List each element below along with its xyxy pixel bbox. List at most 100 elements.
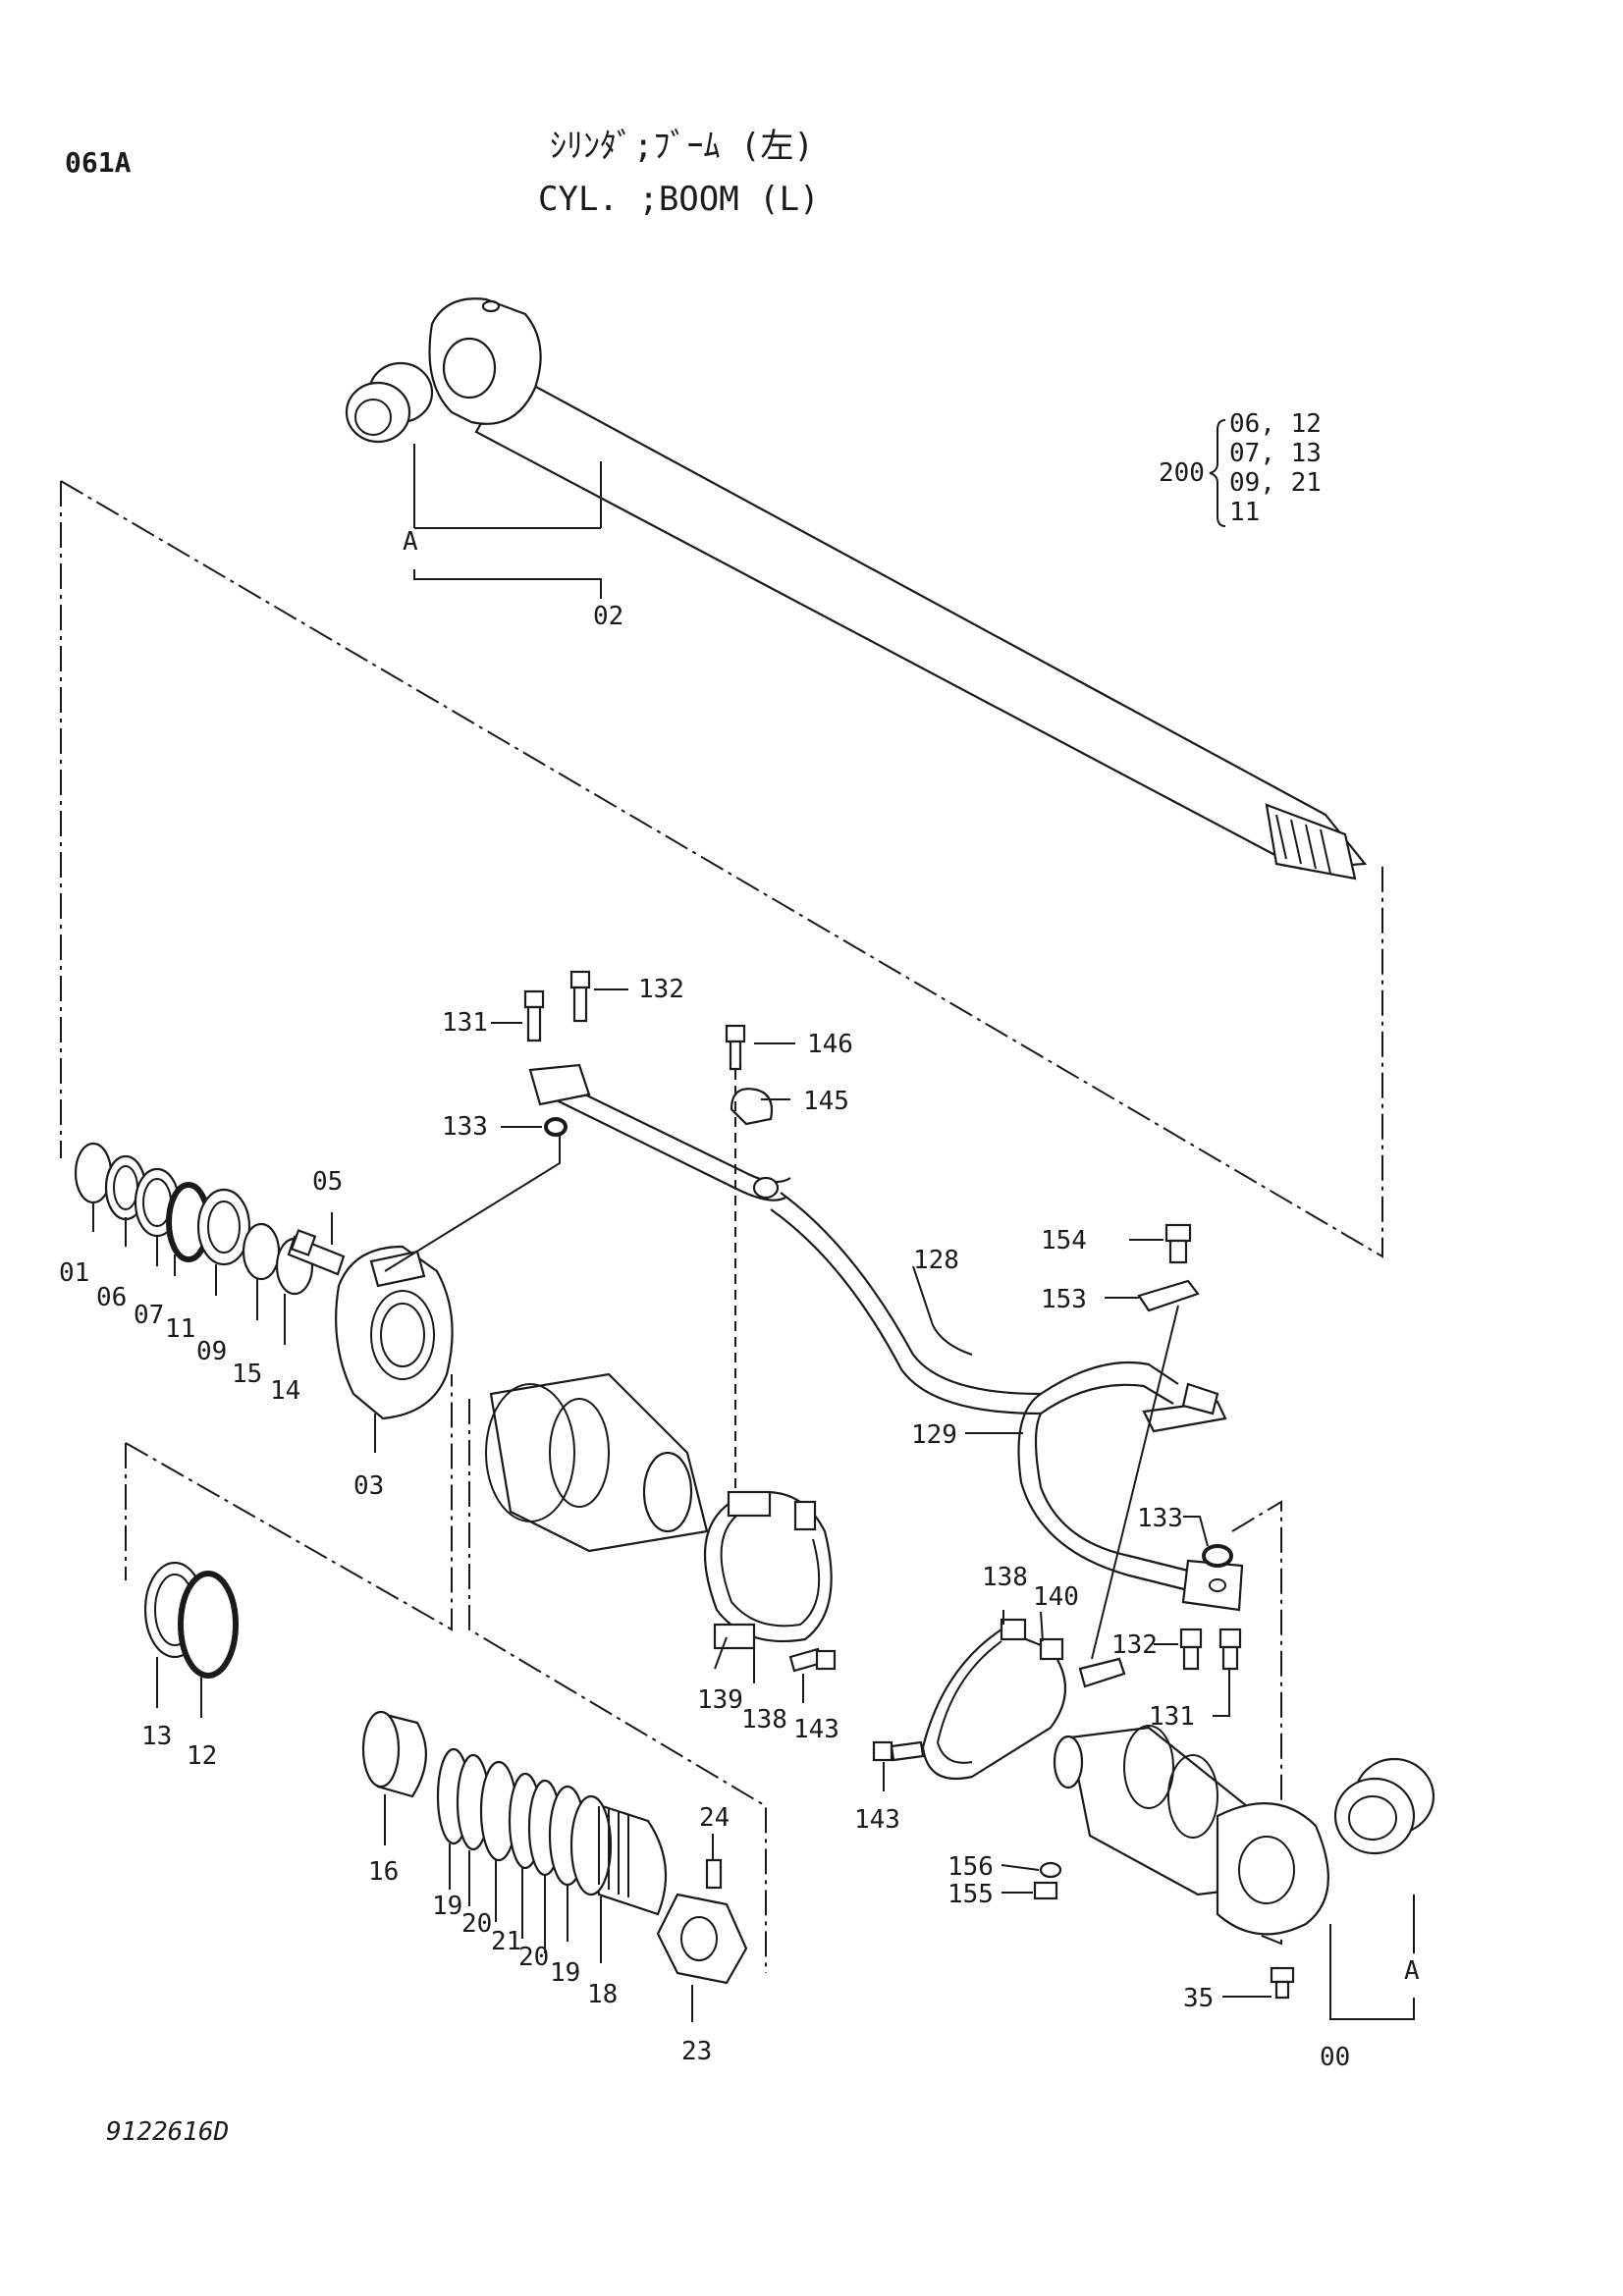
title-japanese: ｼﾘﾝﾀﾞ;ﾌﾞｰﾑ (左)	[550, 127, 814, 166]
plate-153	[1137, 1279, 1200, 1312]
seal-stack	[74, 1142, 314, 1296]
callout-128: 128	[913, 1246, 959, 1275]
clamp-145	[730, 1088, 774, 1126]
bottom-bushing	[1333, 1757, 1435, 1855]
bolt-131-lower	[1218, 1628, 1242, 1671]
kit-row-2: 07, 13	[1229, 439, 1322, 468]
o-ring-133-lower	[1202, 1544, 1233, 1568]
leader-02	[413, 444, 602, 529]
callout-138-middle: 138	[741, 1705, 787, 1735]
head-bolt-05	[287, 1229, 346, 1276]
callout-01: 01	[59, 1258, 89, 1288]
callout-133-lower: 133	[1137, 1504, 1183, 1533]
callout-03: 03	[353, 1471, 384, 1501]
washer-156	[1039, 1861, 1062, 1879]
drawing-number: 9122616D	[106, 2117, 229, 2147]
callout-131-upper: 131	[442, 1008, 488, 1038]
bolt-143-middle	[788, 1647, 837, 1673]
callout-129: 129	[911, 1420, 957, 1450]
assembly-guide-lines	[60, 480, 1383, 1973]
o-ring-133-upper	[544, 1117, 568, 1137]
clamp-band-right	[921, 1618, 1126, 1781]
leaders-13-12	[156, 1657, 202, 1718]
bolt-154	[1164, 1223, 1192, 1264]
bushing-16	[361, 1710, 427, 1798]
upper-callouts: 131 132 133 146 145 128 129	[442, 975, 1023, 1450]
callout-153: 153	[1041, 1285, 1087, 1314]
callout-20-b: 20	[518, 1943, 549, 1972]
callout-21: 21	[491, 1927, 521, 1956]
clamp-band-middle	[703, 1490, 833, 1650]
callout-133-upper: 133	[442, 1112, 488, 1142]
kit-row-3: 09, 21	[1229, 468, 1322, 498]
callout-140: 140	[1033, 1582, 1079, 1612]
bolt-132-upper	[569, 970, 591, 1023]
callout-132-lower: 132	[1111, 1630, 1158, 1660]
callout-143-right: 143	[854, 1805, 900, 1835]
callout-14: 14	[270, 1376, 300, 1406]
callout-23: 23	[681, 2037, 712, 2066]
callout-24: 24	[699, 1803, 730, 1833]
leaders-139-138-143	[714, 1636, 804, 1703]
nut-155	[1033, 1881, 1058, 1900]
callout-02: 02	[593, 602, 623, 631]
callout-19-a: 19	[432, 1892, 462, 1921]
callout-13: 13	[141, 1722, 172, 1751]
callout-155: 155	[947, 1880, 994, 1909]
kit-200-note: 200 06, 12 07, 13 09, 21 11	[1159, 409, 1322, 527]
callout-A-top: A	[403, 527, 418, 557]
callout-00: 00	[1320, 2043, 1350, 2072]
kit-row-1: 06, 12	[1229, 409, 1322, 439]
kit-number: 200	[1159, 458, 1205, 488]
callout-35: 35	[1183, 1984, 1214, 2013]
head-to-flange-line	[384, 1129, 561, 1272]
callout-05: 05	[312, 1167, 343, 1197]
seal-callouts: 01 06 07 11 09 15 14	[59, 1202, 300, 1406]
callout-15: 15	[232, 1360, 262, 1389]
right-callouts: 133 132 131	[1111, 1504, 1230, 1732]
cylinder-tube-section	[485, 1372, 709, 1553]
kit-brace	[1209, 419, 1226, 527]
callout-145: 145	[803, 1087, 849, 1116]
piston-callouts: 16 19 20 21 20 19 18 24 23	[368, 1794, 730, 2066]
rod-end-bushing	[345, 361, 434, 444]
title-english: CYL. ;BOOM (L)	[538, 180, 820, 219]
bolt-35	[1270, 1966, 1295, 2000]
callout-132-upper: 132	[638, 975, 684, 1004]
callout-20-a: 20	[461, 1909, 492, 1939]
callout-16: 16	[368, 1857, 399, 1887]
callout-19-b: 19	[550, 1958, 580, 1988]
leaders-138-140-143	[883, 1610, 1044, 1791]
cylinder-head	[335, 1245, 454, 1420]
set-screw-24	[705, 1858, 723, 1890]
callout-139: 139	[697, 1685, 743, 1715]
ring-13-12	[143, 1561, 239, 1679]
callout-154: 154	[1041, 1226, 1087, 1255]
leader-02-bracket	[413, 569, 602, 599]
callout-138-right: 138	[982, 1563, 1028, 1592]
callout-18: 18	[587, 1980, 618, 2009]
page-code: 061A	[65, 146, 132, 179]
pipe-129	[1017, 1361, 1244, 1612]
leaders-bottom	[1001, 1864, 1415, 2020]
bolt-132-lower	[1179, 1628, 1203, 1671]
piston-rod	[428, 297, 1368, 881]
leaders-154-153	[1091, 1239, 1179, 1660]
callout-09: 09	[196, 1337, 227, 1366]
pipe-128	[528, 1063, 1042, 1415]
piston-rings	[436, 1747, 668, 1916]
bolt-131-upper	[523, 989, 545, 1042]
callout-146: 146	[807, 1030, 853, 1059]
callout-07: 07	[134, 1301, 164, 1330]
callout-12: 12	[187, 1741, 217, 1771]
bolt-143-right	[872, 1740, 925, 1762]
callout-06: 06	[96, 1283, 127, 1312]
nut-23	[656, 1893, 748, 1985]
callout-A-bottom: A	[1404, 1956, 1420, 1986]
cylinder-tube-bottom	[1053, 1725, 1329, 1936]
kit-row-4: 11	[1229, 498, 1260, 527]
bolt-146	[725, 1024, 746, 1071]
callout-156: 156	[947, 1852, 994, 1882]
